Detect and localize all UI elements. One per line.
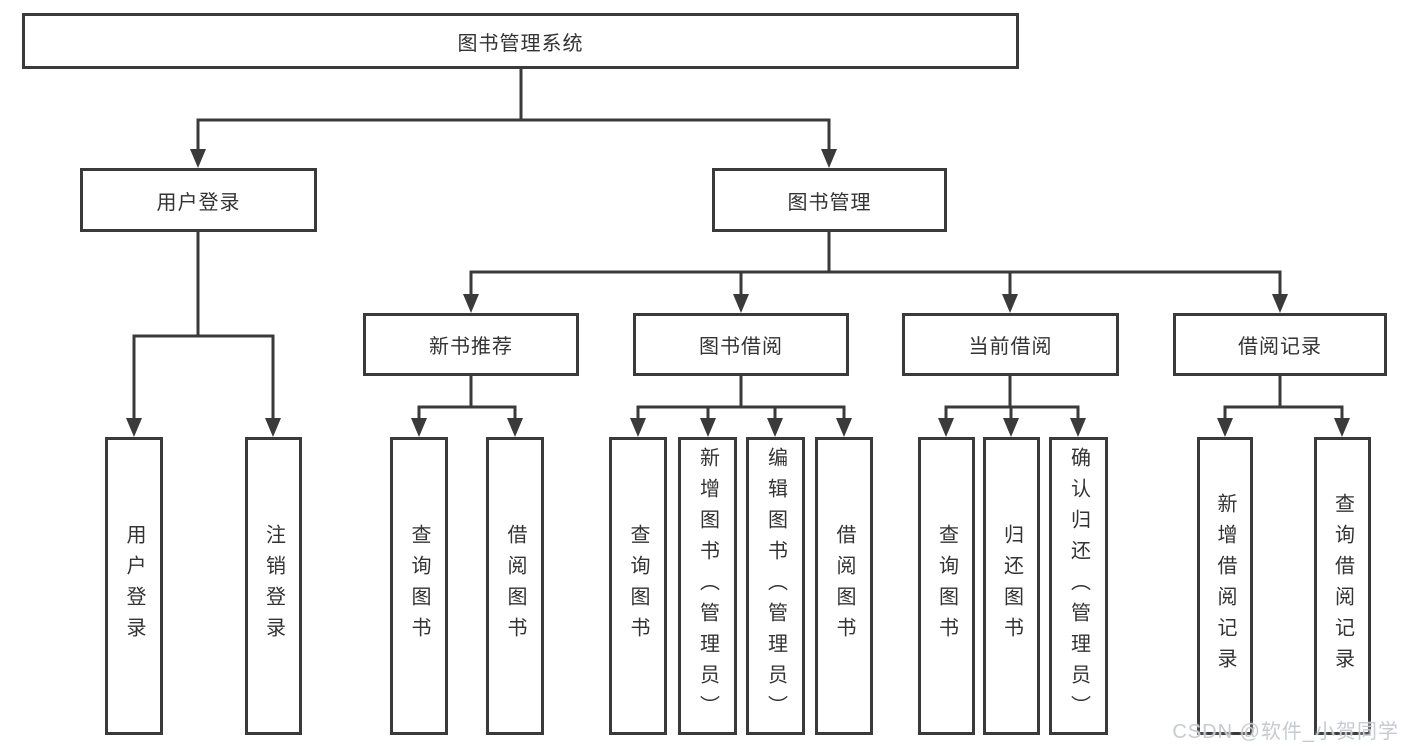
- leaf-borrow-books: 借阅图书: [815, 437, 873, 735]
- leaf-confirm-return-admin: 确认归还（管理员）: [1049, 437, 1108, 735]
- leaf-logout: 注销登录: [245, 437, 302, 735]
- node-book-management: 图书管理: [712, 168, 947, 232]
- csdn-watermark: CSDN @软件_小贺同学: [1172, 721, 1399, 743]
- leaf-borrow-books-recommend: 借阅图书: [486, 437, 544, 735]
- node-current-borrowing: 当前借阅: [902, 313, 1119, 376]
- node-user-login: 用户登录: [80, 168, 317, 232]
- leaf-add-book-admin: 新增图书（管理员）: [678, 437, 737, 735]
- leaf-query-books-recommend: 查询图书: [390, 437, 448, 735]
- root-node-library-system: 图书管理系统: [22, 13, 1019, 69]
- node-new-book-recommend: 新书推荐: [363, 313, 579, 376]
- leaf-return-books: 归还图书: [983, 437, 1040, 735]
- leaf-add-borrow-record: 新增借阅记录: [1197, 437, 1253, 735]
- leaf-edit-book-admin: 编辑图书（管理员）: [746, 437, 805, 735]
- leaf-query-books-current: 查询图书: [918, 437, 975, 735]
- leaf-query-books-borrowing: 查询图书: [609, 437, 667, 735]
- leaf-query-borrow-record: 查询借阅记录: [1314, 437, 1371, 735]
- node-book-borrowing: 图书借阅: [633, 313, 849, 376]
- node-borrowing-records: 借阅记录: [1173, 313, 1387, 376]
- leaf-user-login: 用户登录: [105, 437, 163, 735]
